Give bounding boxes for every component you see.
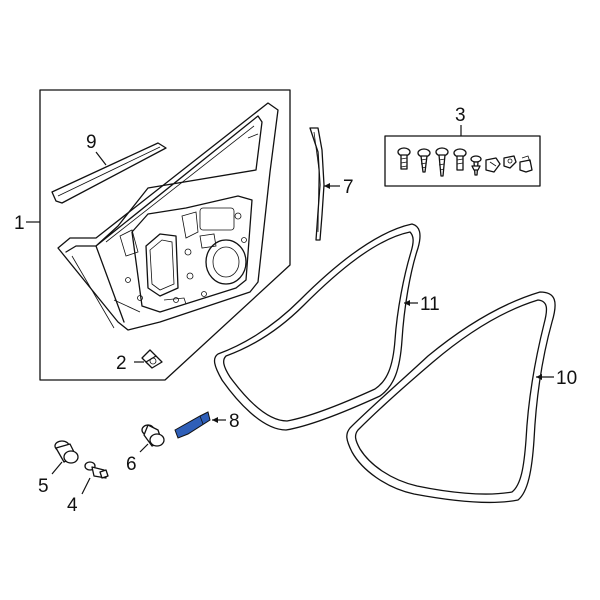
push-pin-icon [470, 155, 482, 176]
callout-10-label: 10 [556, 368, 577, 389]
callout-2[interactable]: 2 [116, 353, 127, 374]
clip-icon [519, 155, 533, 173]
callout-9-label: 9 [86, 132, 97, 153]
callout-11[interactable]: 11 [404, 294, 440, 315]
screw-icon [435, 147, 449, 177]
callout-1-label: 1 [14, 213, 25, 234]
belt-molding[interactable] [51, 142, 167, 204]
callout-11-label: 11 [420, 294, 440, 315]
screw-icon [417, 148, 431, 173]
clip-set-icons[interactable] [397, 147, 533, 177]
callout-10[interactable]: 10 [536, 368, 577, 389]
callout-5[interactable]: 5 [38, 461, 63, 497]
bracket-highlighted[interactable] [174, 411, 211, 439]
callout-9[interactable]: 9 [86, 132, 107, 166]
bolt-icon[interactable] [134, 349, 163, 369]
pin-clip-icon[interactable] [84, 461, 109, 479]
door-shell-drawing[interactable] [57, 102, 279, 331]
callout-3[interactable]: 3 [455, 105, 466, 136]
body-weatherstrip[interactable] [346, 291, 556, 504]
clip-icon [485, 157, 501, 173]
callout-8-label: 8 [229, 411, 240, 432]
callout-4[interactable]: 4 [67, 477, 91, 516]
hex-bolt-icon [397, 147, 411, 170]
callout-1[interactable]: 1 [14, 213, 40, 234]
callout-2-label: 2 [116, 353, 127, 374]
callout-7-label: 7 [343, 177, 354, 198]
plug-icon[interactable] [141, 424, 165, 447]
callout-8[interactable]: 8 [212, 411, 240, 432]
clip-set-frame [384, 135, 541, 187]
callout-5-label: 5 [38, 476, 49, 497]
door-assembly-frame [39, 89, 291, 381]
channel-strip[interactable] [309, 127, 325, 241]
callout-3-label: 3 [455, 105, 466, 126]
flange-bolt-icon [453, 148, 467, 171]
clip-icon [503, 155, 517, 169]
callout-4-label: 4 [67, 495, 78, 516]
door-weatherstrip[interactable] [213, 223, 421, 431]
callout-6-label: 6 [126, 454, 137, 475]
callout-6[interactable]: 6 [126, 443, 149, 475]
callout-7[interactable]: 7 [324, 177, 354, 198]
grommet-icon[interactable] [54, 440, 79, 464]
